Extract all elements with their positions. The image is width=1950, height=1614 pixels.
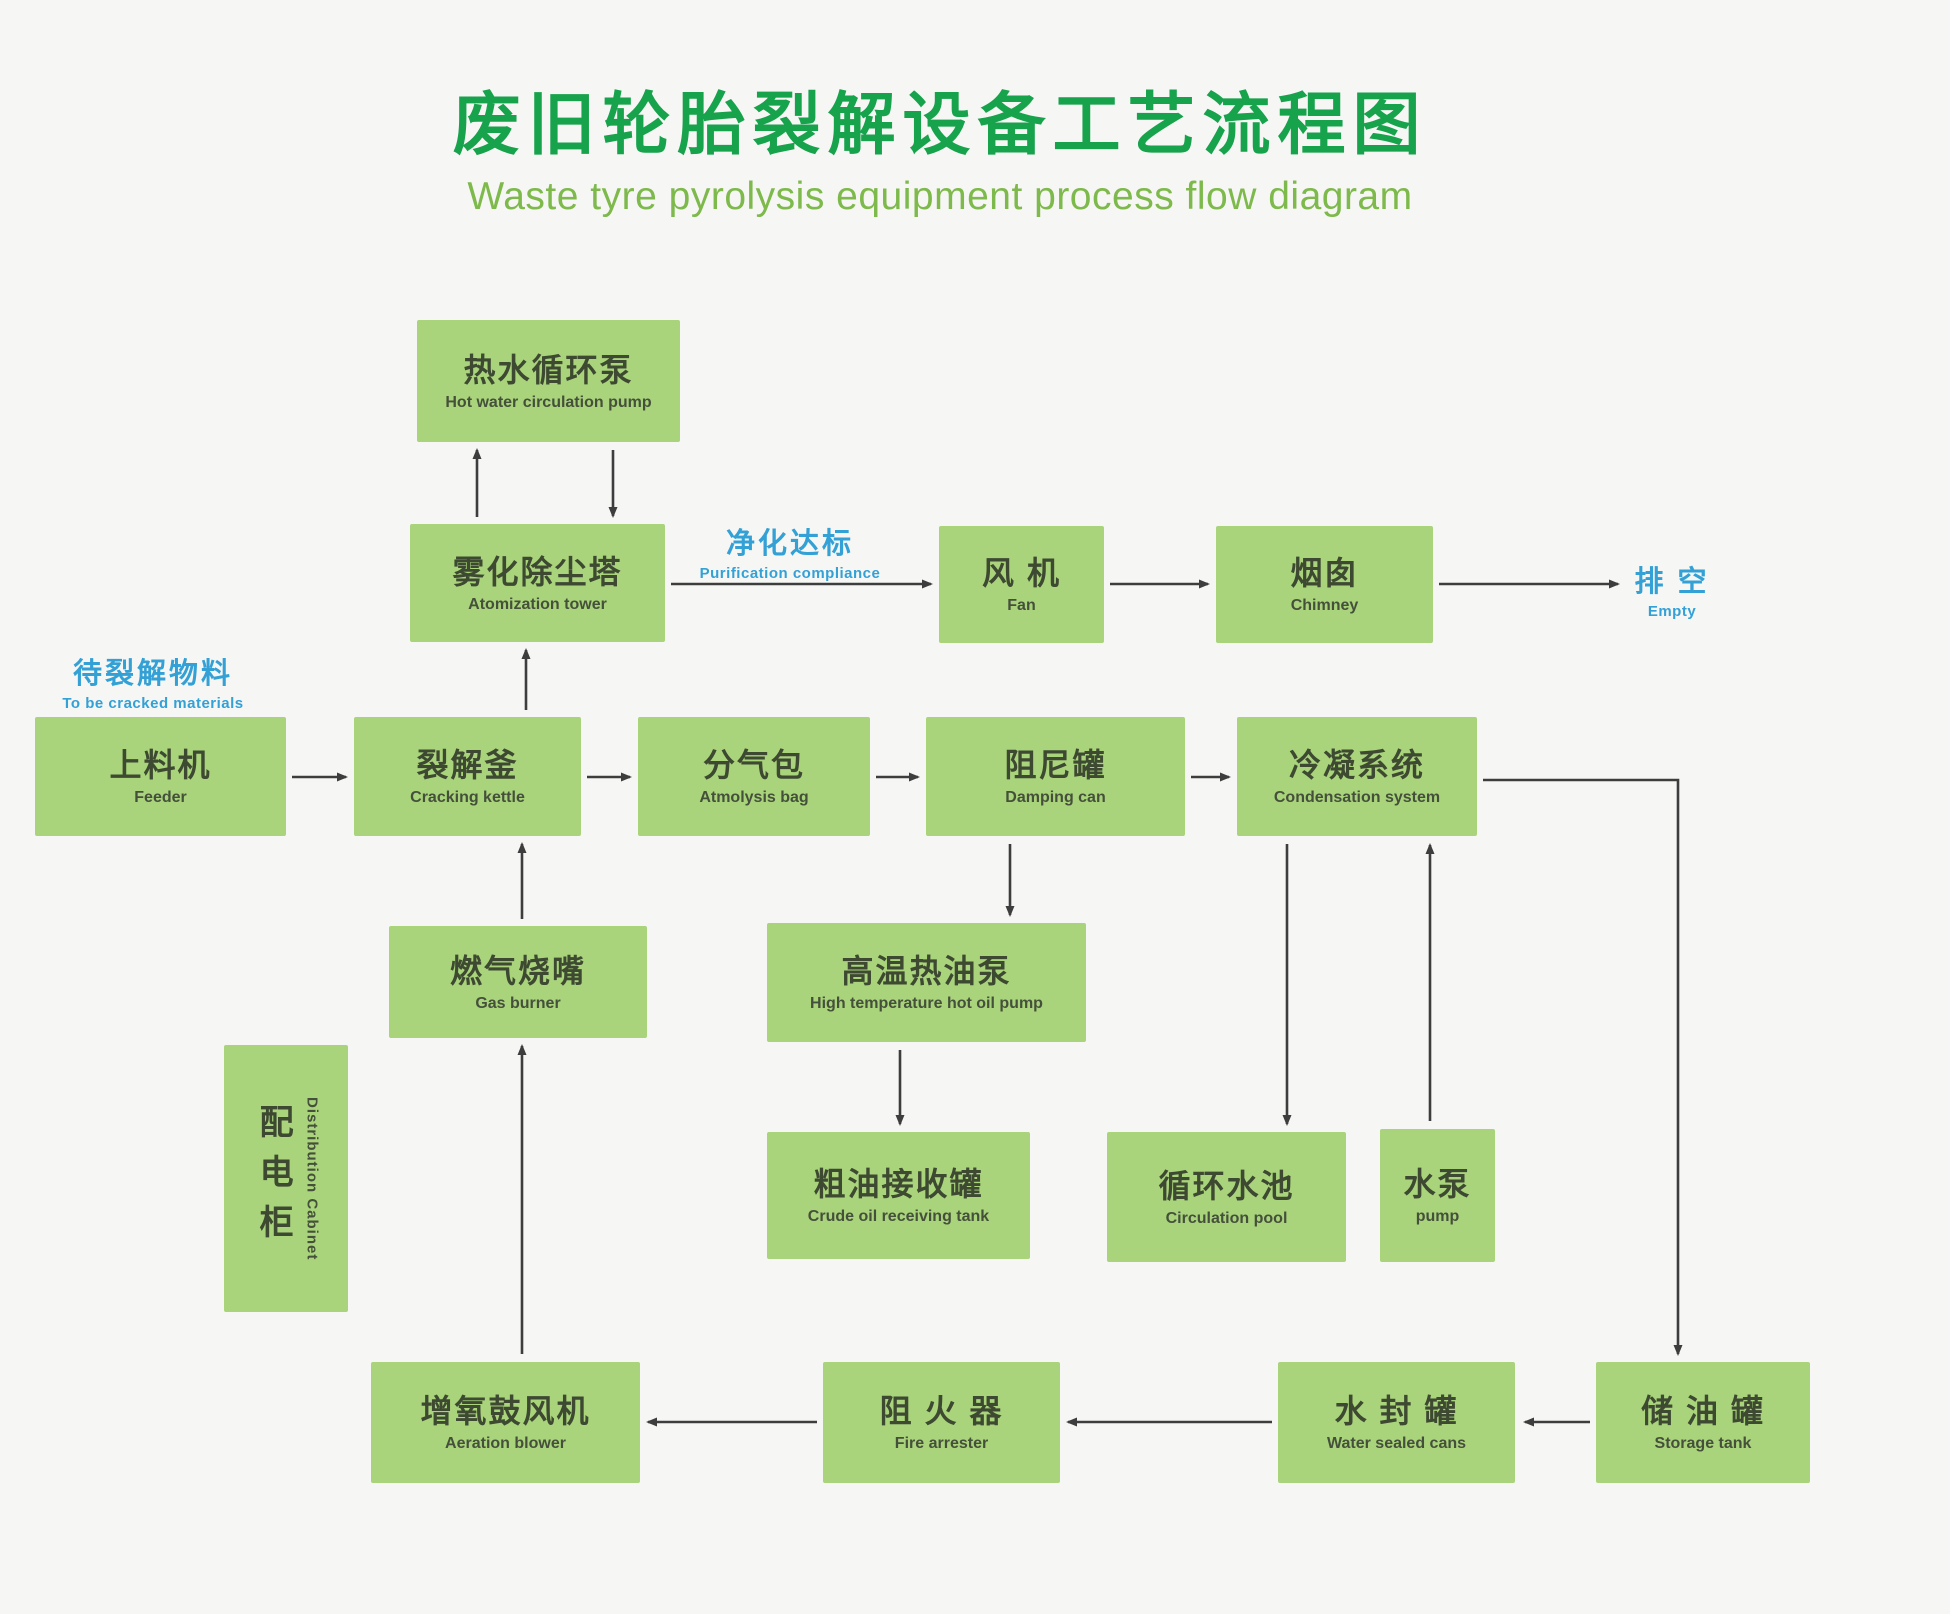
node-hot-water-circulation-pump-label-cn: 热水循环泵 bbox=[463, 351, 634, 388]
node-water-pump-label-en: pump bbox=[1415, 1208, 1460, 1226]
node-distribution-cabinet-label-en: Distribution Cabinet bbox=[303, 1096, 321, 1261]
node-water-sealed-cans-label-cn: 水 封 罐 bbox=[1334, 1393, 1459, 1429]
node-cracking-kettle-label-en: Cracking kettle bbox=[410, 789, 525, 807]
node-atomization-tower: 雾化除尘塔 Atomization tower bbox=[410, 524, 665, 642]
node-atmolysis-bag-label-en: Atmolysis bag bbox=[699, 789, 809, 807]
node-circulation-pool-label-cn: 循环水池 bbox=[1158, 1167, 1295, 1204]
node-atmolysis-bag-label-cn: 分气包 bbox=[702, 747, 805, 783]
node-storage-tank-label-en: Storage tank bbox=[1654, 1435, 1752, 1453]
node-circulation-pool: 循环水池 Circulation pool bbox=[1107, 1132, 1346, 1262]
node-fire-arrester: 阻 火 器 Fire arrester bbox=[823, 1362, 1060, 1483]
node-cracking-kettle-label-cn: 裂解釜 bbox=[416, 747, 519, 783]
node-fan-label-cn: 风 机 bbox=[982, 555, 1061, 591]
node-high-temperature-hot-oil-pump-label-cn: 高温热油泵 bbox=[841, 953, 1012, 989]
arrow-condensation-system-to-storage-tank bbox=[1483, 778, 1683, 1356]
flow-label-empty-cn: 排 空 bbox=[1634, 566, 1710, 598]
node-condensation-system: 冷凝系统 Condensation system bbox=[1237, 717, 1477, 836]
node-crude-oil-receiving-tank-label-cn: 粗油接收罐 bbox=[813, 1166, 984, 1202]
node-feeder: 上料机 Feeder bbox=[35, 717, 286, 836]
node-water-sealed-cans-label-en: Water sealed cans bbox=[1326, 1435, 1467, 1453]
node-fan-label-en: Fan bbox=[1007, 597, 1036, 615]
node-distribution-cabinet-label-cn: 配电柜 bbox=[254, 1103, 293, 1254]
flow-label-purification-compliance: 净化达标 Purification compliance bbox=[700, 520, 881, 582]
node-gas-burner-label-cn: 燃气烧嘴 bbox=[449, 952, 586, 989]
node-condensation-system-label-cn: 冷凝系统 bbox=[1288, 747, 1425, 783]
node-distribution-cabinet: 配电柜 Distribution Cabinet bbox=[224, 1045, 348, 1312]
node-cracking-kettle: 裂解釜 Cracking kettle bbox=[354, 717, 581, 836]
node-water-pump: 水泵 pump bbox=[1380, 1129, 1495, 1262]
flow-label-empty: 排 空 Empty bbox=[1634, 558, 1709, 620]
page-title: 废旧轮胎裂解设备工艺流程图 bbox=[452, 87, 1428, 163]
node-storage-tank-label-cn: 储 油 罐 bbox=[1641, 1393, 1765, 1429]
node-chimney-label-en: Chimney bbox=[1290, 597, 1359, 615]
node-hot-water-circulation-pump-label-en: Hot water circulation pump bbox=[445, 393, 652, 411]
node-atmolysis-bag: 分气包 Atmolysis bag bbox=[638, 717, 870, 836]
node-condensation-system-label-en: Condensation system bbox=[1273, 789, 1441, 807]
flow-label-to-be-cracked-materials-en: To be cracked materials bbox=[62, 695, 244, 712]
flow-label-to-be-cracked-materials: 待裂解物料 To be cracked materials bbox=[62, 650, 243, 712]
node-gas-burner: 燃气烧嘴 Gas burner bbox=[389, 926, 647, 1038]
node-atomization-tower-label-en: Atomization tower bbox=[468, 595, 607, 613]
node-damping-can-label-en: Damping can bbox=[1005, 789, 1106, 807]
node-feeder-label-en: Feeder bbox=[134, 789, 187, 807]
flow-label-empty-en: Empty bbox=[1647, 603, 1697, 620]
node-high-temperature-hot-oil-pump: 高温热油泵 High temperature hot oil pump bbox=[767, 923, 1086, 1042]
flow-label-purification-compliance-cn: 净化达标 bbox=[725, 528, 854, 560]
node-circulation-pool-label-en: Circulation pool bbox=[1165, 1209, 1288, 1227]
node-high-temperature-hot-oil-pump-label-en: High temperature hot oil pump bbox=[810, 995, 1043, 1013]
title-block: 废旧轮胎裂解设备工艺流程图 Waste tyre pyrolysis equip… bbox=[0, 88, 1880, 219]
node-water-sealed-cans: 水 封 罐 Water sealed cans bbox=[1278, 1362, 1515, 1483]
node-chimney-label-cn: 烟囱 bbox=[1290, 555, 1359, 591]
flow-label-to-be-cracked-materials-cn: 待裂解物料 bbox=[72, 658, 233, 690]
node-feeder-label-cn: 上料机 bbox=[109, 747, 212, 783]
node-fire-arrester-label-en: Fire arrester bbox=[894, 1435, 989, 1453]
node-atomization-tower-label-cn: 雾化除尘塔 bbox=[452, 553, 623, 590]
node-fan: 风 机 Fan bbox=[939, 526, 1104, 643]
node-damping-can-label-cn: 阻尼罐 bbox=[1004, 747, 1107, 783]
node-crude-oil-receiving-tank: 粗油接收罐 Crude oil receiving tank bbox=[767, 1132, 1030, 1259]
node-aeration-blower-label-cn: 增氧鼓风机 bbox=[420, 1393, 591, 1429]
page-subtitle: Waste tyre pyrolysis equipment process f… bbox=[467, 174, 1413, 218]
node-aeration-blower: 增氧鼓风机 Aeration blower bbox=[371, 1362, 640, 1483]
node-storage-tank: 储 油 罐 Storage tank bbox=[1596, 1362, 1810, 1483]
node-chimney: 烟囱 Chimney bbox=[1216, 526, 1433, 643]
node-water-pump-label-cn: 水泵 bbox=[1403, 1166, 1472, 1202]
flow-label-purification-compliance-en: Purification compliance bbox=[699, 565, 881, 582]
node-gas-burner-label-en: Gas burner bbox=[475, 994, 561, 1012]
node-fire-arrester-label-cn: 阻 火 器 bbox=[879, 1393, 1004, 1429]
node-hot-water-circulation-pump: 热水循环泵 Hot water circulation pump bbox=[417, 320, 680, 442]
node-crude-oil-receiving-tank-label-en: Crude oil receiving tank bbox=[807, 1208, 990, 1226]
node-damping-can: 阻尼罐 Damping can bbox=[926, 717, 1185, 836]
node-aeration-blower-label-en: Aeration blower bbox=[445, 1435, 566, 1453]
